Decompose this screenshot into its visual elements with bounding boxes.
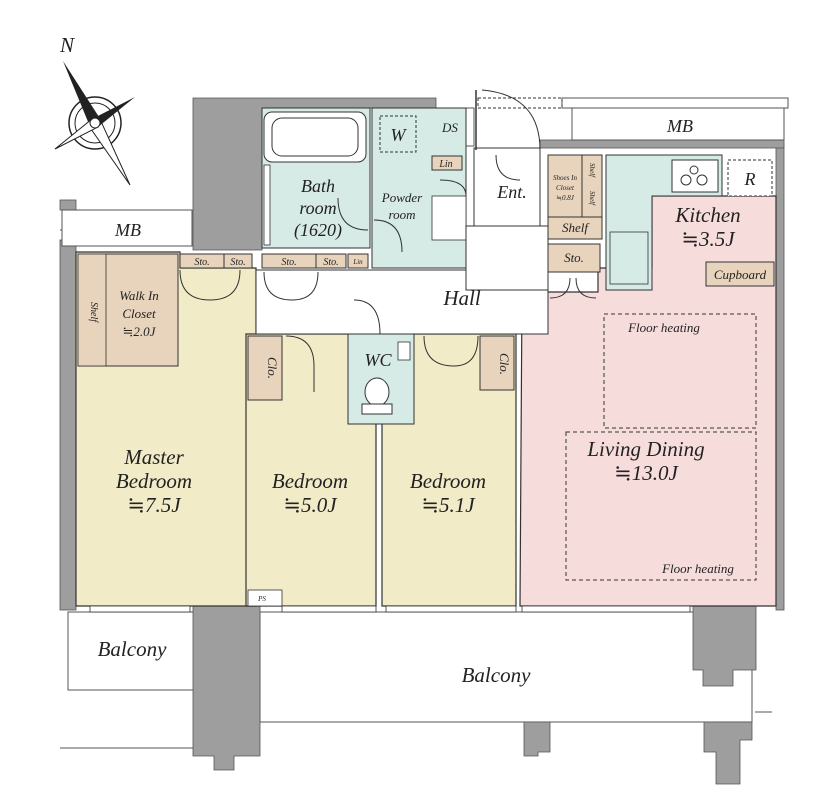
- walk-in-line2: Closet: [122, 306, 156, 321]
- compass-north-label: N: [59, 33, 75, 57]
- bath-size: (1620): [294, 220, 342, 241]
- linen-box: [431, 155, 463, 171]
- windows: [89, 605, 691, 613]
- linen-label: Lin: [438, 159, 452, 170]
- bath-line2: room: [299, 198, 336, 218]
- floor-heating-2-label: Floor heating: [661, 561, 734, 576]
- kitchen-size: ≒3.5J: [681, 227, 736, 251]
- kitchen-name: Kitchen: [674, 203, 740, 227]
- floor-heating-area-2: [565, 431, 757, 581]
- stove: [671, 159, 719, 193]
- master-bedroom-line2: Bedroom: [116, 469, 192, 493]
- refrigerator-box: [727, 159, 773, 197]
- floor-heating-1-label: Floor heating: [627, 320, 700, 335]
- powder-sink: [431, 195, 467, 241]
- closet-a: [247, 335, 283, 401]
- closet-a-label: Clo.: [265, 357, 280, 379]
- ps-box: [247, 589, 283, 607]
- sto-1-label: Sto.: [194, 257, 209, 268]
- mb-left-label: MB: [114, 220, 141, 240]
- powder-line1: Powder: [381, 190, 423, 205]
- entrance-label: Ent.: [496, 182, 527, 202]
- toilet: [364, 377, 390, 407]
- door-arcs: [179, 154, 597, 392]
- powder-line2: room: [389, 207, 416, 222]
- washer-label: W: [391, 125, 408, 145]
- sto-2: [223, 253, 253, 269]
- shoes-closet-line1: Shoes In: [553, 174, 577, 182]
- mb-left-area: [61, 209, 193, 247]
- mb-top-area: [571, 107, 785, 141]
- shelf-vertical-label: Shelf: [88, 302, 99, 323]
- bath-line1: Bath: [301, 176, 335, 196]
- north-arrow-icon: [63, 61, 99, 129]
- sto-2-label: Sto.: [230, 257, 245, 268]
- walk-in-shelf: [77, 253, 107, 367]
- sto-4-label: Sto.: [323, 257, 338, 268]
- master-bedroom-size: ≒7.5J: [127, 493, 182, 517]
- living-dining-name: Living Dining: [586, 437, 704, 461]
- sto-entrance-label: Sto.: [564, 250, 584, 265]
- entrance-floor: [473, 147, 541, 227]
- walk-in-line1: Walk In: [119, 288, 159, 303]
- bedroom-a-name: Bedroom: [272, 469, 348, 493]
- sto-4: [315, 253, 347, 269]
- bedroom-a-size: ≒5.0J: [283, 493, 338, 517]
- master-bedroom-line1: Master: [123, 445, 184, 469]
- kitchen-sink: [609, 231, 649, 285]
- closet-b-label: Clo.: [497, 353, 512, 375]
- shelf-shoes-label: Shelf: [588, 163, 596, 178]
- shoes-closet-size: ≒0.8J: [556, 194, 575, 202]
- cupboard-box: [705, 261, 775, 287]
- bedroom-b-size: ≒5.1J: [421, 493, 476, 517]
- balcony-main-label: Balcony: [462, 663, 531, 687]
- closet-b: [479, 335, 515, 391]
- compass: [54, 61, 135, 186]
- sto-3-label: Sto.: [281, 257, 296, 268]
- walk-in-size: ≒2.0J: [123, 324, 157, 339]
- bedroom-b-name: Bedroom: [410, 469, 486, 493]
- washer-box: [379, 115, 417, 153]
- cupboard-label: Cupboard: [714, 267, 767, 282]
- hall-label: Hall: [442, 286, 481, 310]
- powder-room: [371, 107, 467, 269]
- shelf-label: Shelf: [562, 220, 590, 235]
- linen-small-box: [347, 253, 369, 269]
- linen-small-label: Lin: [352, 258, 363, 266]
- mb-top-label: MB: [666, 116, 693, 136]
- shelf-box: [547, 216, 603, 240]
- shelf-shoes-label-2: Shelf: [588, 191, 596, 206]
- living-dining-size: ≒13.0J: [614, 461, 679, 485]
- sto-entrance: [547, 243, 601, 273]
- ps-label: PS: [257, 595, 266, 603]
- refrigerator-label: R: [744, 169, 756, 189]
- wc-label: WC: [365, 350, 393, 370]
- balcony-small-label: Balcony: [98, 637, 167, 661]
- shoes-closet-line2: Closet: [556, 184, 575, 192]
- ds-label: DS: [441, 120, 458, 135]
